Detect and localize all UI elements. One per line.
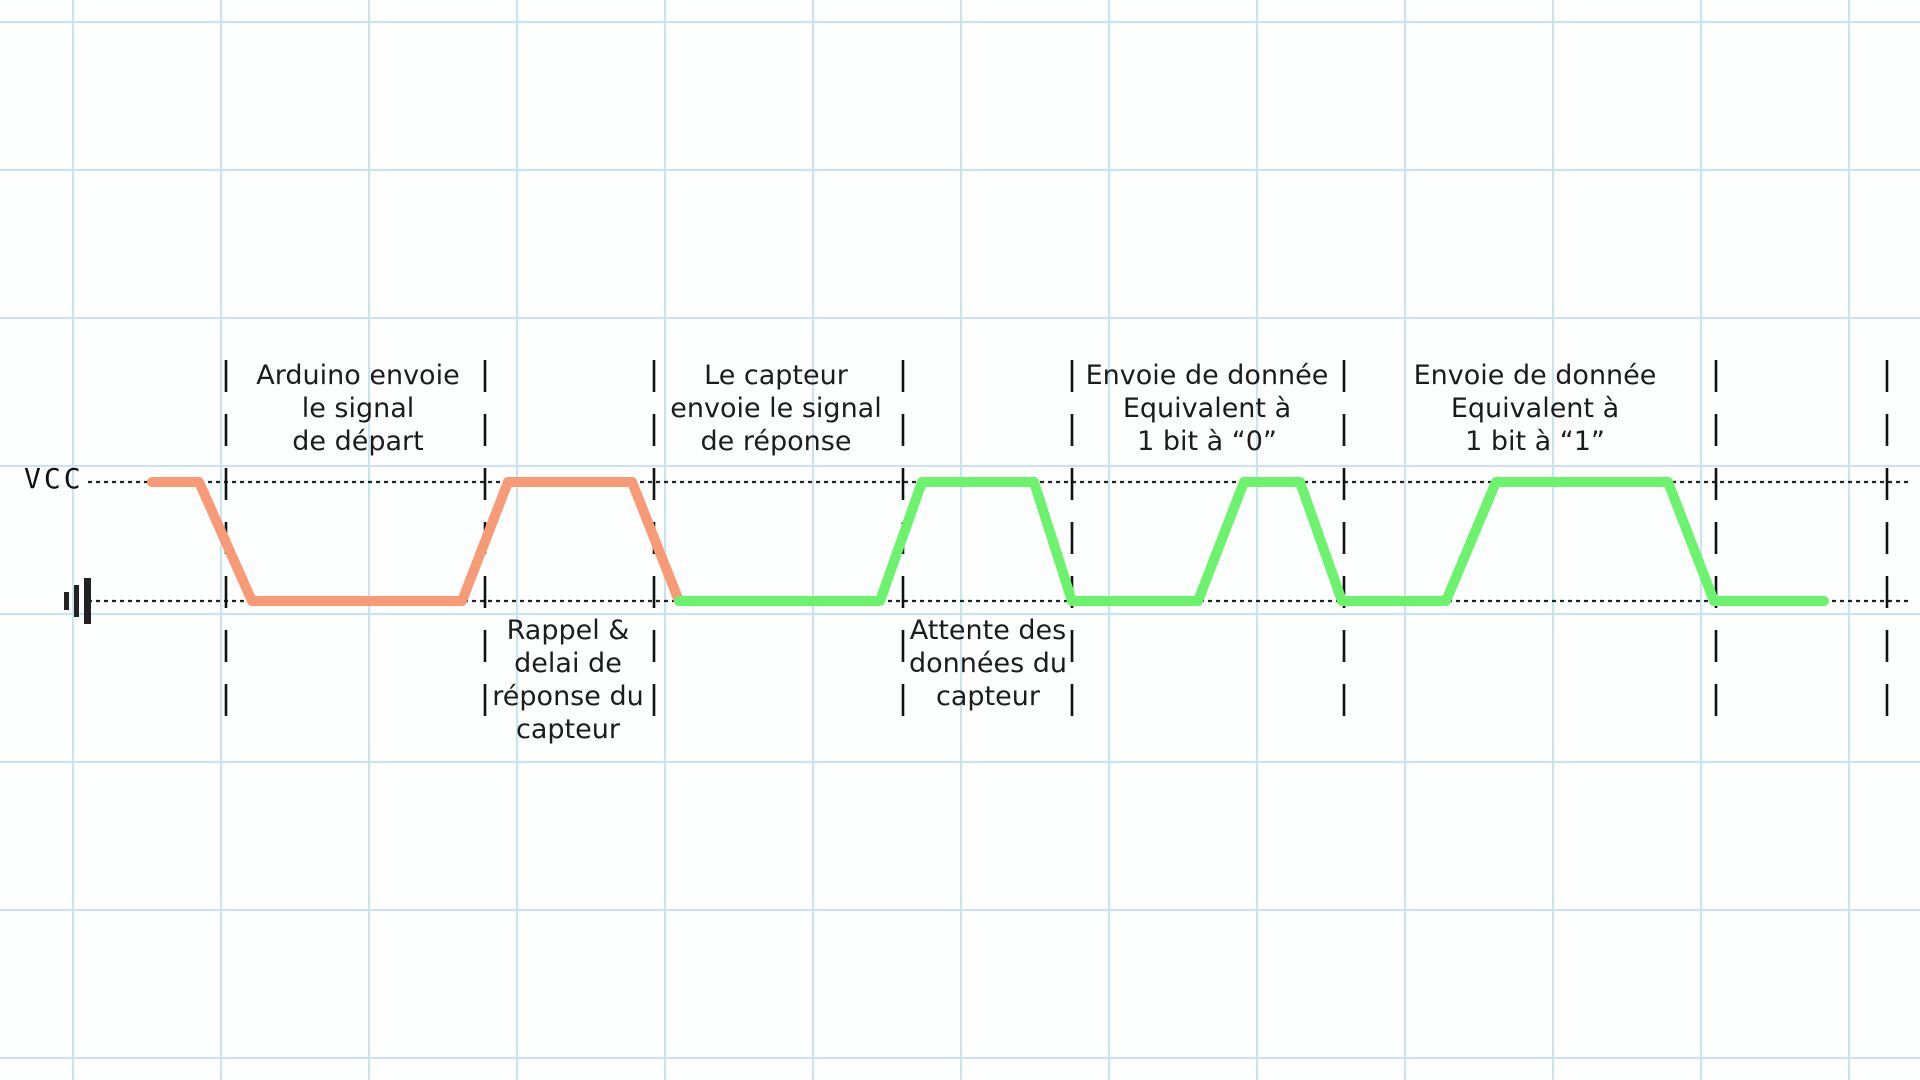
label-line: Envoie de donnée	[1085, 360, 1329, 391]
label-line: capteur	[936, 681, 1040, 712]
label-line: le signal	[301, 393, 415, 424]
phase-label-pullup-delay: Rappel & delai de réponse du capteur	[488, 614, 648, 746]
label-line: données du	[908, 648, 1067, 679]
label-line: Le capteur	[704, 360, 848, 391]
vcc-label: VCC	[24, 462, 84, 495]
arduino-start-signal-trace	[147, 477, 684, 606]
label-line: de réponse	[700, 426, 852, 457]
label-line: Attente des	[909, 615, 1067, 646]
sensor-response-signal-trace	[674, 477, 1829, 606]
label-line: envoie le signal	[670, 393, 882, 424]
label-line: réponse du	[492, 681, 644, 712]
label-line: Equivalent à	[1122, 393, 1292, 424]
phase-label-bit-one: Envoie de donnée Equivalent à 1 bit à “1…	[1400, 359, 1670, 458]
ground-icon	[64, 578, 91, 624]
label-line: delai de	[514, 648, 622, 679]
label-line: capteur	[516, 714, 620, 745]
label-line: Arduino envoie	[256, 360, 460, 391]
label-line: Rappel &	[506, 615, 630, 646]
label-line: Envoie de donnée	[1413, 360, 1657, 391]
phase-label-waiting-data: Attente des données du capteur	[905, 614, 1071, 713]
label-line: 1 bit à “1”	[1465, 426, 1605, 457]
phase-label-sensor-response: Le capteur envoie le signal de réponse	[656, 359, 896, 458]
label-line: 1 bit à “0”	[1137, 426, 1277, 457]
label-line: de départ	[292, 426, 424, 457]
label-line: Equivalent à	[1450, 393, 1620, 424]
phase-label-arduino-start: Arduino envoie le signal de départ	[235, 359, 481, 458]
phase-label-bit-zero: Envoie de donnée Equivalent à 1 bit à “0…	[1072, 359, 1342, 458]
